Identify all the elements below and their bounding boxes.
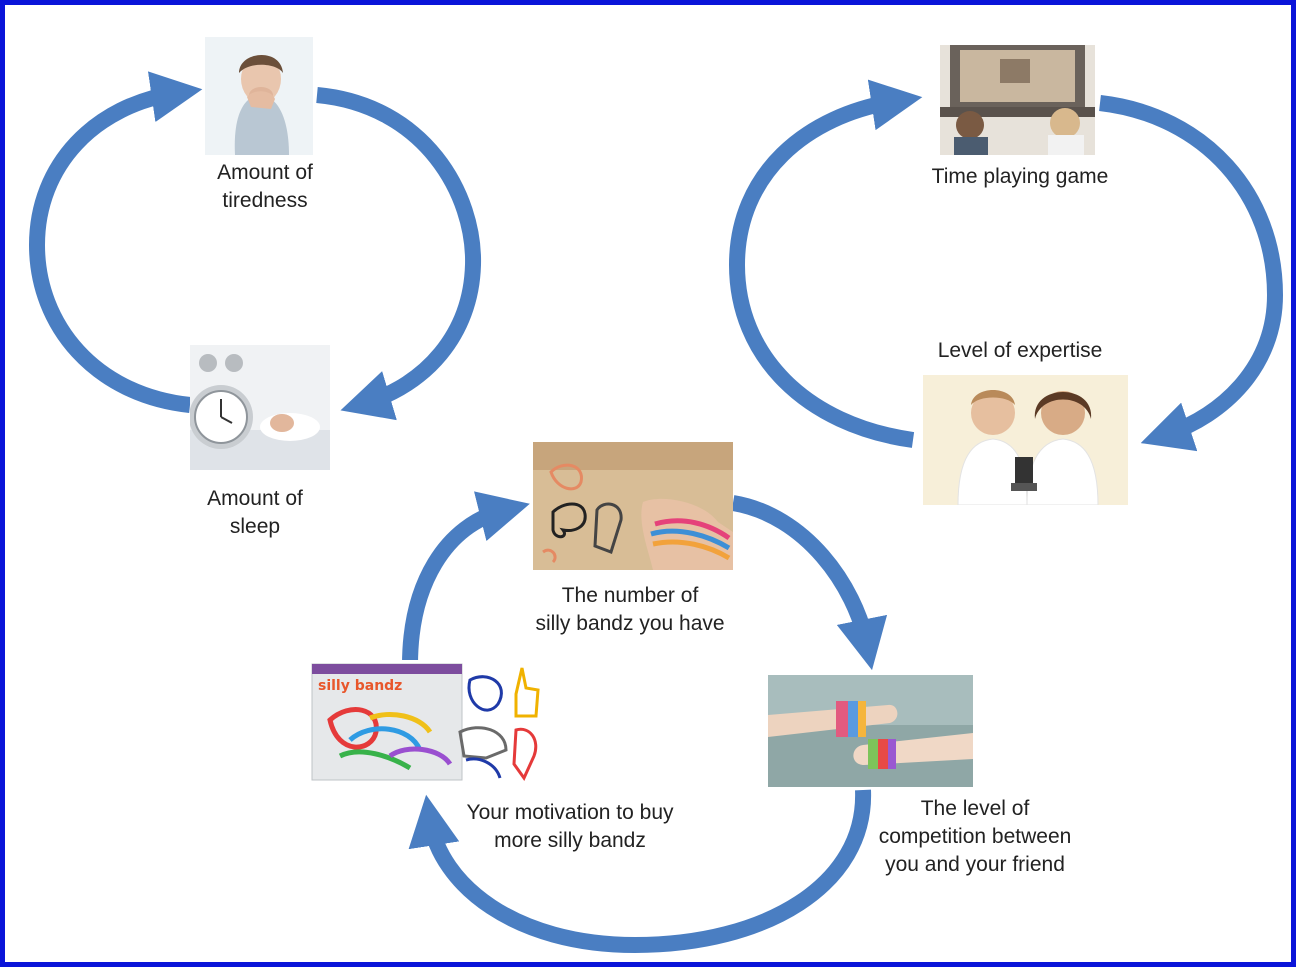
bandz-on-wrist-photo [533, 442, 733, 570]
loop-arrows [28, 71, 1284, 954]
package-brand-text: silly bandz [318, 678, 402, 694]
arrow-game-to-expertise [1099, 95, 1284, 452]
node-label-tiredness: Amount of tiredness [217, 161, 313, 212]
kids-holding-trophy-photo [923, 375, 1128, 505]
arrow-sleep-to-tiredness [28, 71, 203, 413]
arrow-tiredness-to-sleep [316, 87, 482, 421]
node-label-number-bandz: The number of silly bandz you have [535, 584, 725, 635]
node-label-expertise: Level of expertise [937, 339, 1103, 362]
node-label-sleep: Amount of sleep [207, 487, 303, 538]
kids-playing-video-game-photo [940, 45, 1095, 155]
node-label-time-playing: Time playing game [931, 165, 1109, 188]
arrow-expertise-to-game [728, 79, 923, 448]
arrow-number-to-competition [731, 495, 888, 671]
arrow-competition-to-motivation [408, 789, 872, 954]
yawning-woman-photo [205, 37, 313, 155]
two-wrists-bandz-photo [768, 675, 973, 787]
node-label-motivation: Your motivation to buy more silly bandz [466, 801, 674, 852]
arrow-motivation-to-number [402, 491, 530, 666]
alarm-clock-bed-photo [190, 345, 330, 470]
node-label-competition: The level of competition between you and… [878, 797, 1072, 876]
silly-bandz-package-photo: silly bandz [310, 660, 545, 782]
